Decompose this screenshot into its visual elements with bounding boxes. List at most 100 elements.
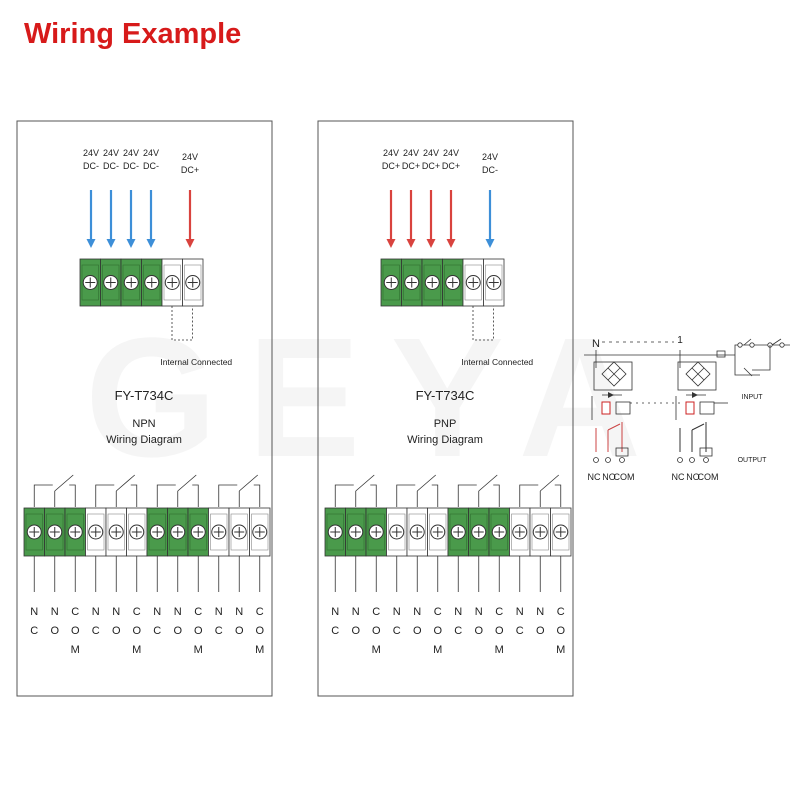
terminal-frame <box>531 513 549 551</box>
output-label-char: C <box>331 625 339 637</box>
output-label-char: N <box>235 606 243 618</box>
output-label-char: N <box>153 606 161 618</box>
relay-switch <box>177 474 197 492</box>
output-label-char: O <box>173 625 182 637</box>
input-arrow-head <box>386 239 396 248</box>
terminal-frame <box>326 513 344 551</box>
internal-connection <box>472 306 494 341</box>
diode-mark <box>607 367 621 381</box>
contact-label: NC <box>588 472 601 482</box>
schematic-1-label: 1 <box>677 335 683 346</box>
terminal-frame <box>444 264 462 301</box>
output-label-char: M <box>255 644 264 656</box>
output-label-char: N <box>352 606 360 618</box>
terminal-frame <box>87 513 105 551</box>
bridge-rectifier <box>601 361 627 387</box>
output-label-char: C <box>215 625 223 637</box>
terminal-frame <box>143 264 161 301</box>
relay-wire <box>431 484 439 507</box>
output-label-char: N <box>516 606 524 618</box>
led-symbol <box>692 392 698 398</box>
output-label-char: M <box>372 644 381 656</box>
input-arrow-head <box>106 239 116 248</box>
output-label-char: M <box>495 644 504 656</box>
output-label-char: O <box>235 625 244 637</box>
output-label-char: O <box>433 625 442 637</box>
terminal-frame <box>122 264 140 301</box>
output-label-char: M <box>132 644 141 656</box>
terminal-frame <box>490 513 508 551</box>
input-arrow-head <box>446 239 456 248</box>
terminal-frame <box>210 513 228 551</box>
output-label-char: O <box>474 625 483 637</box>
relay-wire <box>95 484 115 507</box>
output-label-char: M <box>556 644 565 656</box>
output-label-char: C <box>372 606 380 618</box>
output-label-char: N <box>51 606 59 618</box>
relay-wire <box>33 484 53 507</box>
output-label-char: C <box>495 606 503 618</box>
terminal-frame <box>102 264 120 301</box>
relay-switch <box>539 474 560 492</box>
internal-connected-label: Internal Connected <box>461 357 533 367</box>
input-polarity-label: DC+ <box>181 165 199 175</box>
output-label-char: O <box>71 625 80 637</box>
terminal-frame <box>485 264 503 301</box>
relay-wire <box>554 484 562 507</box>
output-label-char: N <box>92 606 100 618</box>
output-label-char: C <box>516 625 524 637</box>
schematic-switch <box>771 338 782 346</box>
relay-wire <box>218 484 238 507</box>
relay-switch <box>54 474 74 492</box>
output-label-char: N <box>475 606 483 618</box>
output-label-char: N <box>413 606 421 618</box>
terminal-frame <box>46 513 64 551</box>
output-label-char: N <box>454 606 462 618</box>
input-voltage-label: 24V <box>383 148 399 158</box>
input-voltage-label: 24V <box>103 148 119 158</box>
relay-coil <box>685 401 695 415</box>
input-voltage-label: 24V <box>443 148 459 158</box>
relay-wire <box>130 484 138 507</box>
relay-coil <box>601 401 611 415</box>
input-label: INPUT <box>742 394 764 401</box>
input-polarity-label: DC+ <box>442 161 460 171</box>
terminal-frame <box>464 264 482 301</box>
contact-label: NC <box>672 472 685 482</box>
terminal-frame <box>81 264 99 301</box>
terminal-frame <box>230 513 248 551</box>
contact-varistor <box>699 447 713 457</box>
contact-switch <box>607 423 621 431</box>
internal-connection <box>171 306 193 341</box>
contact-label: NO <box>686 472 700 482</box>
wiring-diagram-label: Wiring Diagram <box>407 434 483 446</box>
output-label-char: O <box>372 625 381 637</box>
schematic-node <box>779 342 785 348</box>
output-label-char: O <box>536 625 545 637</box>
terminal-frame <box>388 513 406 551</box>
output-label-char: O <box>556 625 565 637</box>
input-voltage-label: 24V <box>423 148 439 158</box>
input-voltage-label: 24V <box>482 152 498 162</box>
input-voltage-label: 24V <box>123 148 139 158</box>
relay-wire <box>156 484 176 507</box>
relay-wire <box>519 484 539 507</box>
